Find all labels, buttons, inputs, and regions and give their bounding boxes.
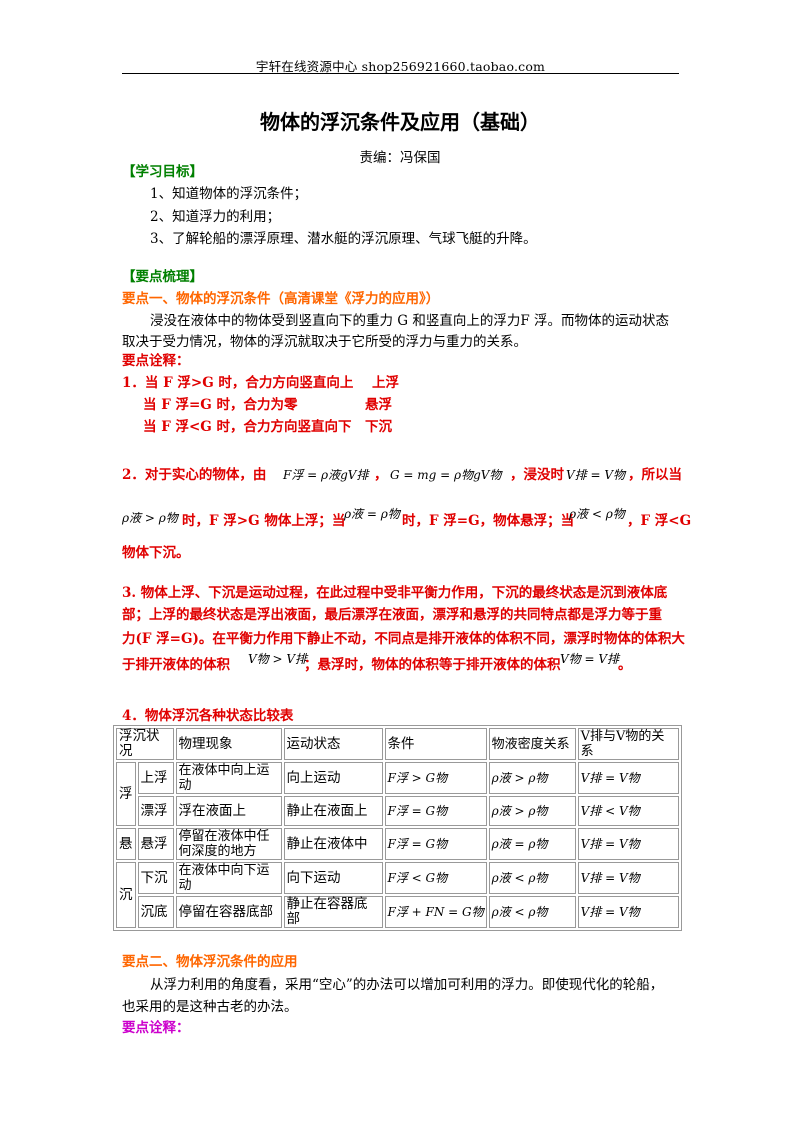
formula-volume-gt: V物 > V排 [248,652,308,666]
table-row: 浮 上浮 在液体中向上运动 向上运动 F浮 > G物 ρ液 > ρ物 V排 = … [116,762,679,826]
point2-note-heading: 要点诠释： [122,1020,190,1036]
note1-line: 当 F 浮=G 时，合力为零 [143,397,298,413]
header-rule [122,73,679,74]
table-header-cell: V排与V物的关系 [577,728,679,760]
note2-text: 时，F 浮>G 物体上浮；当 [182,513,346,529]
note2-text: ，所以当 [628,467,682,483]
points-heading: 【要点梳理】 [122,269,203,285]
page-header: 宇轩在线资源中心 shop256921660.taobao.com [255,59,546,74]
table-cell: 上浮 [137,762,174,794]
note-heading: 要点诠释： [122,353,190,369]
note1-line: 1．当 F 浮>G 时，合力方向竖直向上 [122,375,354,391]
formula-gravity: G = mg = ρ物gV物 [390,468,502,482]
note3-line: 。 [618,657,632,673]
table-cell: V排 = V物 [577,762,679,794]
table-cell: 在液体中向上运动 [175,762,282,794]
goal-item: 1、知道物体的浮沉条件； [150,186,308,202]
formula-density-gt: ρ液 > ρ物 [122,511,178,525]
group-label-float: 浮 [116,762,136,826]
table-cell: F浮 < G物 [384,862,487,894]
table-cell: 静止在液面上 [283,796,383,826]
table-cell: 沉底 [137,896,174,928]
point2-paragraph-line: 从浮力利用的角度看，采用“空心”的办法可以增加可利用的浮力。即使现代化的轮船， [150,977,664,993]
note4-title: 4．物体浮沉各种状态比较表 [122,708,294,724]
table-header-cell: 条件 [384,728,487,760]
table-header-cell: 物理现象 [175,728,282,760]
note2-comma: ， [374,467,388,483]
note1-result: 下沉 [365,419,392,435]
note2-text: ，F 浮<G [627,513,692,529]
table-cell: F浮 = G物 [384,796,487,826]
group-label-suspend: 悬 [116,828,136,860]
table-cell: ρ液 > ρ物 [488,762,576,794]
table-header-cell: 运动状态 [283,728,383,760]
table-cell: 向上运动 [283,762,383,794]
table-cell: 悬浮 [137,828,174,860]
table-row: 悬 悬浮 停留在液体中任何深度的地方 静止在液体中 F浮 = G物 ρ液 = ρ… [116,828,679,860]
note1-line: 当 F 浮<G 时，合力方向竖直向下 [143,419,352,435]
note2-text: 物体下沉。 [122,545,190,561]
formula-volume-eq: V物 = V排 [560,652,620,666]
table-cell: F浮 + FN = G物 [384,896,487,928]
comparison-table: 浮沉状况 物理现象 运动状态 条件 物液密度关系 V排与V物的关系 浮 上浮 在… [113,725,682,931]
table-header-cell: 物液密度关系 [488,728,576,760]
table-row: 沉 下沉 在液体中向下运动 向下运动 F浮 < G物 ρ液 < ρ物 V排 = … [116,862,679,928]
note3-line: 部；上浮的最终状态是浮出液面，最后漂浮在液面，漂浮和悬浮的共同特点都是浮力等于重 [122,607,662,623]
table-cell: V排 = V物 [577,896,679,928]
table-header-row: 浮沉状况 物理现象 运动状态 条件 物液密度关系 V排与V物的关系 [116,728,679,760]
page-title: 物体的浮沉条件及应用（基础） [260,110,540,134]
table-cell: 静止在液体中 [283,828,383,860]
formula-density-lt: ρ液 < ρ物 [569,507,625,521]
note2-text: ，浸没时 [510,467,564,483]
formula-density-eq: ρ液 = ρ物 [344,507,400,521]
table-cell: 向下运动 [283,862,383,894]
note2-text: 时，F 浮=G，物体悬浮；当 [402,513,575,529]
point2-title: 要点二、物体浮沉条件的应用 [122,954,298,970]
note3-line: 于排开液体的体积 [122,657,230,673]
goal-item: 2、知道浮力的利用； [150,209,281,225]
table-cell: 漂浮 [137,796,174,826]
table-cell: 静止在容器底部 [283,896,383,928]
goals-heading: 【学习目标】 [122,164,203,180]
goal-item: 3、了解轮船的漂浮原理、潜水艇的浮沉原理、气球飞艇的升降。 [150,231,537,247]
point1-paragraph-line: 浸没在液体中的物体受到竖直向下的重力 G 和竖直向上的浮力F 浮。而物体的运动状… [150,313,670,329]
point1-title: 要点一、物体的浮沉条件（高清课堂《浮力的应用》） [122,291,440,307]
formula-buoyancy: F浮 = ρ液gV排 [283,468,369,482]
table-cell: 停留在容器底部 [175,896,282,928]
note3-line: ；悬浮时，物体的体积等于排开液体的体积 [304,657,561,673]
table-cell: 在液体中向下运动 [175,862,282,894]
note3-line: 3. 物体上浮、下沉是运动过程，在此过程中受非平衡力作用，下沉的最终状态是沉到液… [122,585,668,601]
point2-paragraph-line: 也采用的是这种古老的办法。 [122,999,298,1015]
table-cell: F浮 = G物 [384,828,487,860]
table-row: 沉底 停留在容器底部 静止在容器底部 F浮 + FN = G物 ρ液 < ρ物 … [116,896,679,928]
note1-result: 悬浮 [365,397,392,413]
group-label-sink: 沉 [116,862,136,928]
table-cell: V排 < V物 [577,796,679,826]
editor-line: 责编：冯保国 [359,150,441,166]
table-cell: ρ液 < ρ物 [488,862,576,894]
note1-result: 上浮 [372,375,399,391]
table-cell: 下沉 [137,862,174,894]
table-cell: ρ液 < ρ物 [488,896,576,928]
note3-line: 力(F 浮=G)。在平衡力作用下静止不动，不同点是排开液体的体积不同，漂浮时物体… [122,631,685,647]
table-cell: F浮 > G物 [384,762,487,794]
point1-paragraph-line: 取决于受力情况，物体的浮沉就取决于它所受的浮力与重力的关系。 [122,334,527,350]
table-cell: ρ液 > ρ物 [488,796,576,826]
table-cell: 浮在液面上 [175,796,282,826]
table-cell: V排 = V物 [577,828,679,860]
note2-text: 2．对于实心的物体，由 [122,467,267,483]
table-cell: 停留在液体中任何深度的地方 [175,828,282,860]
formula-volume: V排 = V物 [566,468,626,482]
table-header-cell: 浮沉状况 [116,728,174,760]
table-row: 漂浮 浮在液面上 静止在液面上 F浮 = G物 ρ液 > ρ物 V排 < V物 [116,796,679,826]
table-cell: V排 = V物 [577,862,679,894]
table-cell: ρ液 = ρ物 [488,828,576,860]
